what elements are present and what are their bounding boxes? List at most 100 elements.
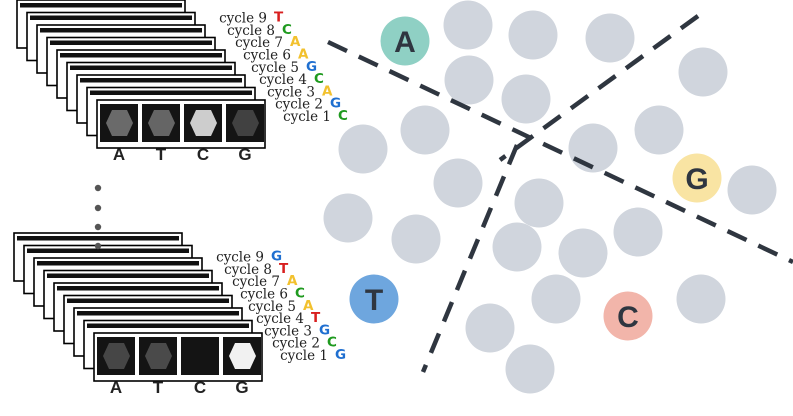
channel-tile-C <box>184 104 222 142</box>
cycle-label: cycle 7 <box>232 274 280 290</box>
channel-tile-C <box>181 337 219 375</box>
channel-tile-A <box>100 104 138 142</box>
cluster-spot <box>613 207 663 257</box>
cluster-spot <box>634 105 684 155</box>
base-call: G <box>335 347 346 363</box>
cluster-spot <box>531 274 581 324</box>
spot-signal <box>103 343 130 369</box>
spot-signal <box>229 343 256 369</box>
cycle-label: cycle 4 <box>256 311 304 327</box>
channel-tile-G <box>223 337 261 375</box>
cluster-spot <box>444 55 494 105</box>
channel-tile-T <box>142 104 180 142</box>
cycle-label: cycle 8 <box>224 262 272 278</box>
cluster-label: T <box>365 284 383 317</box>
channel-tile-A <box>97 337 135 375</box>
cluster-spot <box>391 214 441 264</box>
channel-label: G <box>238 145 251 164</box>
channel-label: T <box>153 378 164 397</box>
cycle-label: cycle 9 <box>219 11 267 27</box>
base-call: G <box>306 59 317 75</box>
cluster-spot <box>558 228 608 278</box>
base-call: T <box>311 310 321 326</box>
channel-tile-T <box>139 337 177 375</box>
cluster-spot <box>727 165 777 215</box>
spot-signal <box>232 110 259 136</box>
base-call: A <box>290 34 301 50</box>
cycle-label: cycle 6 <box>243 48 291 64</box>
cycle-label: cycle 3 <box>267 84 315 100</box>
cluster-spot <box>433 158 483 208</box>
cycle-label: cycle 1 <box>280 348 328 364</box>
cycle-label: cycle 2 <box>275 97 323 113</box>
cycle-label: cycle 8 <box>227 23 275 39</box>
base-call: A <box>303 298 314 314</box>
dashed-divider <box>420 144 520 373</box>
cluster-spot <box>514 178 564 228</box>
cycle-label: cycle 1 <box>283 109 331 125</box>
cluster-spot <box>678 47 728 97</box>
base-call: G <box>271 249 282 265</box>
base-call: A <box>322 83 333 99</box>
cluster-spot <box>585 13 635 63</box>
dashed-divider <box>498 14 700 162</box>
cluster-A: A <box>380 16 430 66</box>
cluster-label: G <box>685 163 708 196</box>
front-sheet <box>96 99 266 149</box>
cluster-spot <box>400 105 450 155</box>
cycle-label: cycle 7 <box>235 35 283 51</box>
divider-lines <box>327 14 793 373</box>
cluster-spot <box>676 274 726 324</box>
cluster-T: T <box>349 274 399 324</box>
spot-signal <box>148 110 175 136</box>
spot-signal <box>106 110 133 136</box>
cycle-label: cycle 5 <box>251 60 299 76</box>
channel-label: C <box>194 378 206 397</box>
cluster-label: A <box>394 26 416 59</box>
cluster-spot <box>465 303 515 353</box>
base-call: C <box>295 286 305 302</box>
cluster-grid <box>323 0 777 394</box>
cluster-G: G <box>672 153 722 203</box>
base-call: C <box>327 335 337 351</box>
base-call: G <box>330 96 341 112</box>
cluster-label: C <box>617 301 639 334</box>
channel-tile-G <box>226 104 264 142</box>
cluster-spot <box>443 0 493 50</box>
spot-signal <box>145 343 172 369</box>
cluster-spot <box>501 74 551 124</box>
cluster-spot <box>323 193 373 243</box>
base-call: C <box>314 71 324 87</box>
channel-label: A <box>113 145 125 164</box>
spot-signal <box>190 110 217 136</box>
cluster-spot <box>492 222 542 272</box>
base-call: A <box>287 273 298 289</box>
channel-label: G <box>235 378 248 397</box>
base-call: C <box>338 108 348 124</box>
channel-label: C <box>197 145 209 164</box>
base-call: G <box>319 322 330 338</box>
dashed-divider <box>327 39 793 265</box>
cycle-label: cycle 4 <box>259 72 307 88</box>
cycle-label: cycle 3 <box>264 323 312 339</box>
base-call: T <box>279 261 289 277</box>
base-call: T <box>274 10 284 26</box>
base-call: A <box>298 47 309 63</box>
channel-label: T <box>156 145 167 164</box>
base-call: C <box>282 22 292 38</box>
cycle-label: cycle 9 <box>216 250 264 266</box>
cycle-label: cycle 5 <box>248 299 296 315</box>
cluster-spot <box>505 344 555 394</box>
cluster-spot <box>508 10 558 60</box>
vertical-ellipsis-icon <box>94 184 102 250</box>
cluster-spot <box>338 124 388 174</box>
front-sheet <box>93 332 263 382</box>
cluster-C: C <box>603 291 653 341</box>
cycle-label: cycle 2 <box>272 336 320 352</box>
channel-label: A <box>110 378 122 397</box>
